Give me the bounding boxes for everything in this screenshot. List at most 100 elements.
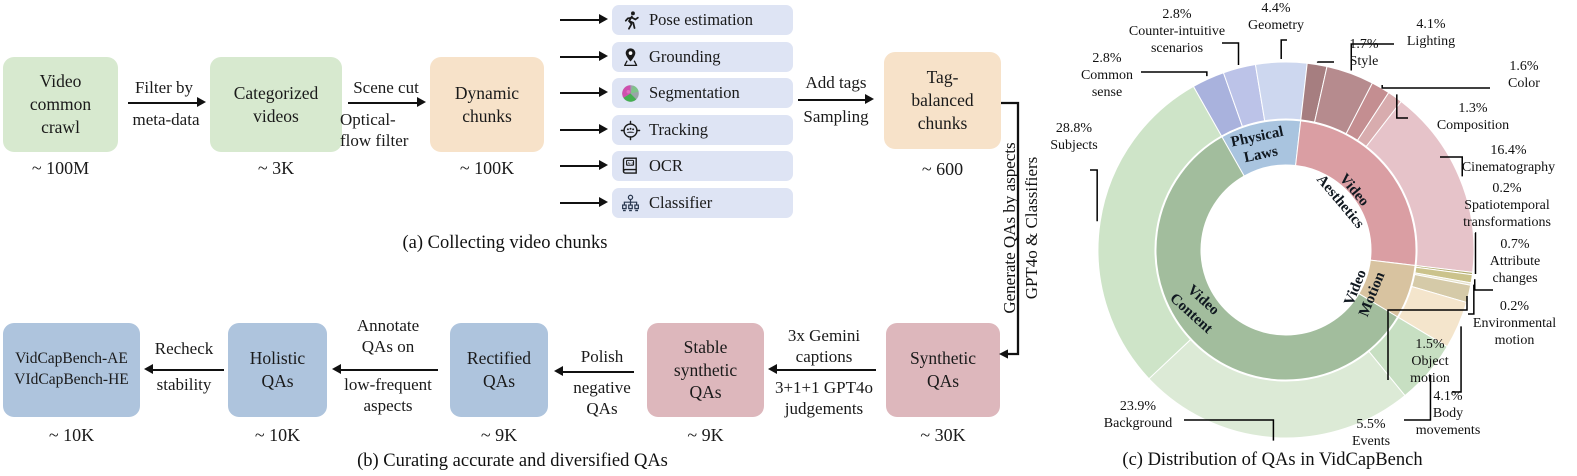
count-stable-synthetic-qas: ~ 9K (687, 425, 724, 445)
donut-leader-line (1141, 71, 1208, 77)
donut-outer-label: 28.8% Subjects (1050, 121, 1098, 153)
donut-leader-line (1184, 419, 1275, 441)
donut-outer-label: 1.7% Style (1349, 37, 1379, 69)
box-synthetic-qas: Synthetic QAs (886, 323, 1000, 417)
donut-outer-label: 0.2% Environmental motion (1472, 299, 1557, 348)
box-rectified-qas: Rectified QAs (450, 323, 548, 417)
classifier-tree-icon (620, 193, 641, 214)
caption-panel-b: (b) Curating accurate and diversified QA… (357, 451, 668, 471)
arrow-to-tracking (560, 123, 608, 136)
arrow-gemini-judgements (768, 363, 876, 376)
arrow-label-negative-qas: negative QAs (573, 378, 631, 419)
arrow-label-gpt4o-judgements: 3+1+1 GPT4o judgements (774, 378, 874, 419)
donut-segment (1300, 62, 1328, 123)
arrow-filter-by (128, 96, 206, 109)
count-synthetic-qas: ~ 30K (920, 425, 966, 445)
donut-outer-label: 16.4% Cinematography (1461, 143, 1556, 175)
count-rectified-qas: ~ 9K (480, 425, 518, 445)
arrow-label-gemini-captions: 3x Gemini captions (787, 326, 861, 367)
box-stable-synthetic-qas: Stable synthetic QAs (647, 323, 764, 417)
arrow-label-scene-cut: Scene cut (353, 78, 419, 97)
donut-outer-label: 4.4% Geometry (1248, 1, 1304, 33)
arrow-annotate-qas (332, 363, 438, 376)
donut-outer-label: 2.8% Common sense (1080, 51, 1134, 100)
arrow-label-low-frequent: low-frequent aspects (344, 375, 432, 416)
count-holistic-qas: ~ 10K (254, 425, 301, 445)
arrow-label-optical-flow: Optical- flow filter (340, 110, 409, 151)
donut-segment (1192, 72, 1244, 137)
donut-outer-label: 2.8% Counter-intuitive scenarios (1128, 7, 1226, 56)
arrow-polish-negative (554, 365, 634, 378)
arrow-label-stability: stability (156, 375, 212, 394)
box-categorized-videos: Categorized videos (210, 57, 342, 152)
donut-outer-label: 1.3% Composition (1436, 101, 1510, 133)
arrow-to-grounding (560, 50, 608, 63)
task-label: Segmentation (649, 83, 740, 102)
generate-qas-rotated-label: Generate QAs by aspects GPT4o & Classifi… (999, 142, 1041, 314)
donut-segment (1254, 61, 1308, 122)
task-pose-estimation: Pose estimation (612, 5, 793, 35)
donut-outer-label: 1.6% Color (1508, 59, 1540, 91)
arrow-label-filter-by: Filter by (134, 78, 194, 97)
box-vidcapbench: VidCapBench-AE VIdCapBench-HE (3, 323, 140, 417)
box-holistic-qas: Holistic QAs (228, 323, 327, 417)
arrow-label-recheck: Recheck (154, 339, 214, 358)
count-video-common-crawl: ~ 100M (31, 158, 90, 178)
task-ocr: A-Z OCR (612, 151, 793, 181)
arrow-label-sampling: Sampling (803, 107, 869, 126)
donut-leader-line (1396, 94, 1408, 119)
task-label: Classifier (649, 193, 713, 212)
arrow-to-pose (560, 13, 608, 26)
arrow-recheck-stability (144, 363, 224, 376)
arrow-label-polish: Polish (580, 347, 624, 366)
donut-segment (1356, 91, 1402, 148)
arrow-to-segmentation (560, 86, 608, 99)
task-tracking: Tracking (612, 115, 793, 145)
task-label: Pose estimation (649, 10, 754, 29)
donut-segment (1313, 65, 1374, 135)
donut-leader-line (1381, 84, 1490, 89)
donut-segment (1345, 82, 1390, 141)
donut-outer-label: 5.5% Events (1351, 417, 1391, 449)
task-label: OCR (649, 156, 683, 175)
ocr-book-icon: A-Z (620, 156, 641, 177)
box-dynamic-chunks: Dynamic chunks (430, 57, 544, 152)
count-vidcapbench: ~ 10K (48, 425, 95, 445)
count-dynamic-chunks: ~ 100K (459, 158, 515, 178)
donut-inner-label: Video Content (1166, 282, 1223, 337)
count-categorized-videos: ~ 3K (257, 158, 295, 178)
caption-panel-a: (a) Collecting video chunks (402, 233, 608, 253)
arrow-to-ocr (560, 159, 608, 172)
runner-icon (620, 10, 641, 31)
arrow-label-annotate: Annotate QAs on (356, 316, 420, 357)
task-label: Tracking (649, 120, 708, 139)
map-pin-icon (620, 47, 641, 68)
svg-text:A-Z: A-Z (627, 160, 634, 165)
donut-outer-label: 0.7% Attribute changes (1489, 237, 1541, 286)
donut-segment (1155, 136, 1399, 381)
donut-inner-label: Video Motion (1341, 267, 1389, 320)
donut-segment (1222, 63, 1266, 128)
donut-outer-label: 4.1% Lighting (1406, 17, 1456, 49)
tracking-crosshair-icon (620, 120, 641, 141)
donut-inner-label: Physical Laws (1229, 123, 1285, 167)
donut-outer-label: 4.1% Body movements (1415, 389, 1481, 438)
arrow-add-tags (798, 93, 874, 106)
segmentation-icon (620, 83, 641, 104)
donut-outer-label: 23.9% Background (1103, 399, 1173, 431)
donut-outer-label: 1.5% Object motion (1410, 337, 1450, 386)
arrow-scene-cut (348, 96, 426, 109)
arrow-label-add-tags: Add tags (805, 73, 867, 92)
donut-inner-label: Video Aesthetics (1313, 170, 1372, 232)
task-classifier: Classifier (612, 188, 793, 218)
box-video-common-crawl: Video common crawl (3, 57, 118, 152)
caption-panel-c: (c) Distribution of QAs in VidCapBench (1122, 450, 1423, 470)
donut-leader-line (1090, 169, 1098, 222)
count-tag-balanced-chunks: ~ 600 (921, 159, 964, 179)
box-tag-balanced-chunks: Tag- balanced chunks (884, 52, 1001, 149)
arrow-to-classifier (560, 196, 608, 209)
elbow-arrowhead (999, 349, 1008, 359)
task-label: Grounding (649, 47, 721, 66)
donut-leader-line (1280, 39, 1287, 60)
